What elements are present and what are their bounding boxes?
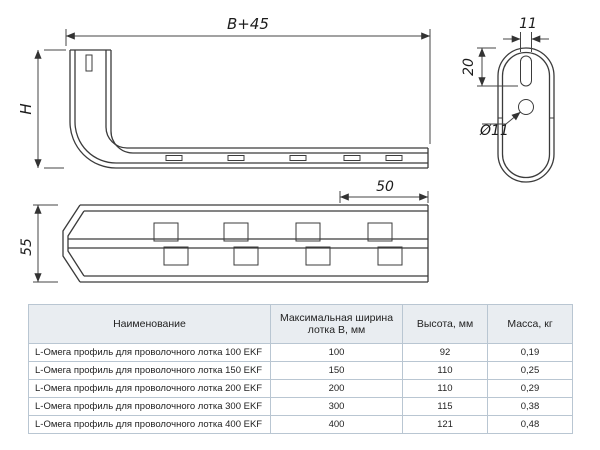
cell-height: 92 [402,343,488,362]
omega-hook [153,222,189,266]
side-view-dimensions: B+45 H [17,15,431,169]
cell-name: L-Омега профиль для проволочного лотка 1… [28,361,271,380]
top-view [62,204,429,283]
spec-table: Наименование Максимальная ширина лотка B… [28,304,573,434]
dim-label-hole-diameter: Ø11 [479,123,509,139]
table-row: L-Омега профиль для проволочного лотка 1… [28,361,573,380]
wall-slot [85,54,93,72]
omega-hooks [153,222,403,266]
arm-slots [165,155,403,161]
table-row: L-Омега профиль для проволочного лотка 1… [28,343,573,362]
cell-width: 400 [270,415,403,434]
header-name: Наименование [28,304,271,344]
omega-hook [223,222,259,266]
mount-slot [520,55,532,87]
end-view [497,47,555,183]
left-tip [62,204,81,283]
cell-mass: 0,48 [487,415,573,434]
cell-name: L-Омега профиль для проволочного лотка 4… [28,415,271,434]
cell-height: 110 [402,361,488,380]
dim-label-profile-height: 55 [19,238,35,256]
cell-width: 150 [270,361,403,380]
cell-height: 115 [402,397,488,416]
mount-hole [518,99,534,115]
dim-label-slot-width: 11 [519,16,537,32]
dim-label-overall-height: H [17,103,35,114]
dim-label-overall-width: B+45 [227,15,269,33]
cell-mass: 0,38 [487,397,573,416]
dim-label-hook-spacing: 50 [376,179,394,195]
table-row: L-Омега профиль для проволочного лотка 4… [28,415,573,434]
cell-width: 100 [270,343,403,362]
cell-mass: 0,19 [487,343,573,362]
header-width: Максимальная ширина лотка B, мм [270,304,403,344]
table-row: L-Омега профиль для проволочного лотка 3… [28,397,573,416]
omega-hook [367,222,403,266]
omega-hook [295,222,331,266]
top-view-dimensions: 50 55 [19,179,429,283]
cell-height: 110 [402,379,488,398]
header-height: Высота, мм [402,304,488,344]
technical-drawing: B+45 H 11 20 Ø11 [17,15,555,283]
cell-name: L-Омега профиль для проволочного лотка 3… [28,397,271,416]
end-view-dimensions: 11 20 Ø11 [461,16,549,139]
cell-mass: 0,25 [487,361,573,380]
cell-mass: 0,29 [487,379,573,398]
spec-table-section: Наименование Максимальная ширина лотка B… [28,304,573,434]
cell-width: 300 [270,397,403,416]
side-view [69,49,429,169]
spec-table-body: L-Омега профиль для проволочного лотка 1… [28,343,573,434]
table-row: L-Омега профиль для проволочного лотка 2… [28,379,573,398]
header-mass: Масса, кг [487,304,573,344]
cell-height: 121 [402,415,488,434]
cell-width: 200 [270,379,403,398]
dim-label-slot-offset: 20 [461,58,477,76]
cell-name: L-Омега профиль для проволочного лотка 1… [28,343,271,362]
cell-name: L-Омега профиль для проволочного лотка 2… [28,379,271,398]
table-header-row: Наименование Максимальная ширина лотка B… [28,304,573,344]
